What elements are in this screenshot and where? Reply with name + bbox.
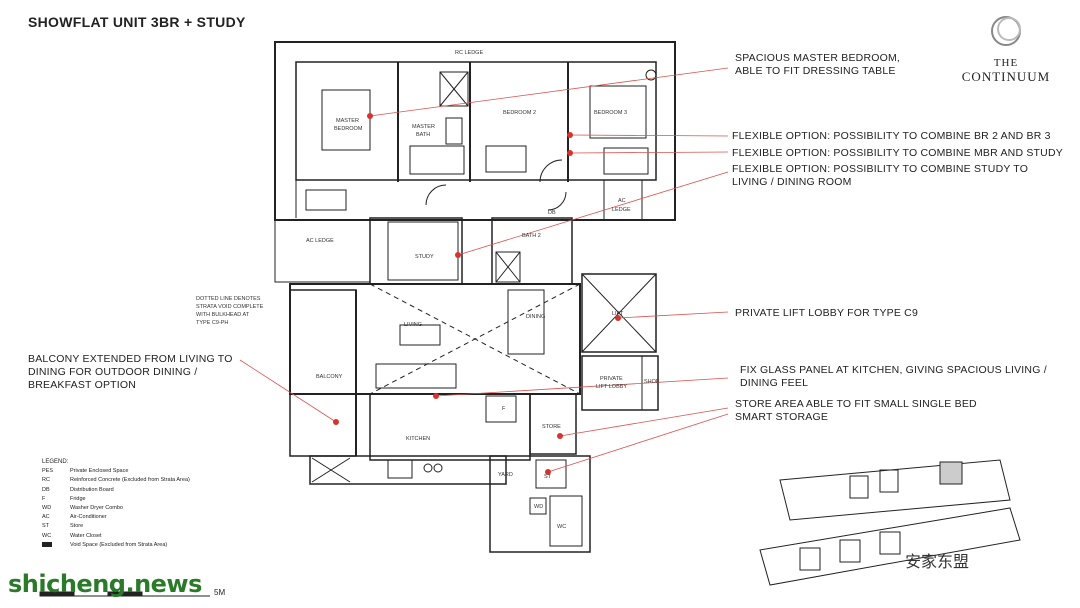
annotation-master-bedroom: SPACIOUS MASTER BEDROOM, ABLE TO FIT DRE… <box>735 52 900 78</box>
scale-value: 5M <box>214 588 226 597</box>
legend-desc: Fridge <box>70 495 86 502</box>
room-label-bedroom2: BEDROOM 2 <box>503 110 536 116</box>
room-label-st: ST <box>544 474 552 480</box>
logo-line2: CONTINUUM <box>961 69 1051 84</box>
room-label-kitchen: KITCHEN <box>406 436 430 442</box>
annotation-store-area: STORE AREA ABLE TO FIT SMALL SINGLE BED … <box>735 398 977 424</box>
annotation-private-lift-lobby: PRIVATE LIFT LOBBY FOR TYPE C9 <box>735 307 918 319</box>
room-label-bedroom3: BEDROOM 3 <box>594 110 627 116</box>
legend-desc: Private Enclosed Space <box>70 468 129 475</box>
annotation-balcony-line1: BALCONY EXTENDED FROM LIVING TO <box>28 353 233 365</box>
brand-logo: THE CONTINUUM <box>950 14 1062 85</box>
legend-row: ST Store <box>42 522 190 531</box>
legend-row: AC Air-Conditioner <box>42 513 190 522</box>
annotation-combine-study-living-line1: FLEXIBLE OPTION: POSSIBILITY TO COMBINE … <box>732 163 1029 175</box>
room-label-store: STORE <box>542 424 561 430</box>
annotation-glass-panel-line1: FIX GLASS PANEL AT KITCHEN, GIVING SPACI… <box>740 364 1047 376</box>
room-label-f: F <box>502 406 506 412</box>
legend-desc: Store <box>70 523 84 530</box>
legend-row: RC Reinforced Concrete (Excluded from Str… <box>42 476 190 485</box>
annotation-combine-study-living-line2: LIVING / DINING ROOM <box>732 176 852 188</box>
legend-row: PES Private Enclosed Space <box>42 467 190 476</box>
legend-desc: Washer Dryer Combo <box>70 505 123 512</box>
legend-desc: Air-Conditioner <box>70 514 107 521</box>
legend: LEGEND: PES Private Enclosed Space RC Rein… <box>42 458 190 550</box>
void-note-line-1: DOTTED LINE DENOTES <box>196 296 261 302</box>
room-label-ac-ledge-left: AC LEDGE <box>306 238 334 244</box>
legend-key: DB <box>42 486 50 493</box>
watermark-right: 安家东盟 <box>905 552 970 571</box>
annotation-master-bedroom-line1: SPACIOUS MASTER BEDROOM, <box>735 52 901 64</box>
annotation-combine-br2-br3: FLEXIBLE OPTION: POSSIBILITY TO COMBINE … <box>732 130 1051 142</box>
room-label-balcony: BALCONY <box>316 374 343 380</box>
room-label-lift: LIFT <box>612 311 624 317</box>
room-label-ac-ledge-right-2: LEDGE <box>612 207 631 213</box>
room-label-yard: YARD <box>498 472 513 478</box>
room-label-bath2: BATH 2 <box>522 233 541 239</box>
room-label-master-bedroom-2: BEDROOM <box>334 126 363 132</box>
legend-key: ST <box>42 523 50 530</box>
legend-desc: Water Closet <box>70 532 102 539</box>
legend-key: RC <box>42 477 50 484</box>
logo-line1: THE <box>993 57 1019 69</box>
annotation-store-area-line1: STORE AREA ABLE TO FIT SMALL SINGLE BED <box>735 398 977 410</box>
annotation-combine-study-living: FLEXIBLE OPTION: POSSIBILITY TO COMBINE … <box>732 163 1028 189</box>
annotation-combine-mbr-study: FLEXIBLE OPTION: POSSIBILITY TO COMBINE … <box>732 147 1063 159</box>
room-label-db: DB <box>548 210 556 216</box>
logo-ring-icon <box>991 16 1021 46</box>
watermark-left: shicheng.news <box>8 570 202 598</box>
room-label-study: STUDY <box>415 254 434 260</box>
room-label-wd: WD <box>534 504 543 510</box>
legend-row: DB Distribution Board <box>42 486 190 495</box>
legend-row: Void Space (Excluded from Strata Area) <box>42 541 190 550</box>
room-label-master-bedroom-1: MASTER <box>336 118 359 124</box>
annotation-glass-panel: FIX GLASS PANEL AT KITCHEN, GIVING SPACI… <box>740 364 1047 390</box>
annotation-balcony-line3: BREAKFAST OPTION <box>28 379 137 391</box>
legend-key: PES <box>42 468 54 475</box>
legend-desc: Distribution Board <box>70 486 114 493</box>
void-note-line-2: STRATA VOID COMPLETE <box>196 304 264 310</box>
legend-desc: Void Space (Excluded from Strata Area) <box>70 541 168 548</box>
void-note-line-4: TYPE C9-PH <box>196 320 228 326</box>
void-note-line-3: WITH BULKHEAD AT <box>196 312 250 318</box>
room-label-wc: WC <box>557 524 566 530</box>
legend-row: WD Washer Dryer Combo <box>42 504 190 513</box>
room-label-living: LIVING <box>404 322 422 328</box>
annotation-master-bedroom-line2: ABLE TO FIT DRESSING TABLE <box>735 65 896 77</box>
legend-key: WD <box>42 505 52 512</box>
legend-key: AC <box>42 514 50 521</box>
room-label-private-lift-lobby-1: PRIVATE <box>600 376 623 382</box>
room-label-rc-ledge: RC LEDGE <box>455 50 483 56</box>
room-label-private-lift-lobby-2: LIFT LOBBY <box>596 384 627 390</box>
legend-key: F <box>42 495 46 502</box>
room-label-shoe: SHOE <box>644 379 660 385</box>
void-space-icon <box>42 541 70 550</box>
scale-label: 5M <box>214 588 225 597</box>
legend-heading: LEGEND: <box>42 459 69 465</box>
page-title: SHOWFLAT UNIT 3BR + STUDY <box>28 14 246 30</box>
legend-row: F Fridge <box>42 495 190 504</box>
annotation-glass-panel-line2: DINING FEEL <box>740 377 809 389</box>
room-label-master-bath-2: BATH <box>416 132 430 138</box>
annotation-store-area-line2: SMART STORAGE <box>735 411 829 423</box>
room-label-ac-ledge-right-1: AC <box>618 198 626 204</box>
annotation-balcony-line2: DINING FOR OUTDOOR DINING / <box>28 366 198 378</box>
annotation-balcony: BALCONY EXTENDED FROM LIVING TO DINING F… <box>28 353 233 392</box>
legend-row: WC Water Closet <box>42 532 190 541</box>
room-label-dining: DINING <box>526 314 545 320</box>
legend-key: WC <box>42 532 52 539</box>
room-label-master-bath-1: MASTER <box>412 124 435 130</box>
legend-desc: Reinforced Concrete (Excluded from Strat… <box>70 477 190 484</box>
